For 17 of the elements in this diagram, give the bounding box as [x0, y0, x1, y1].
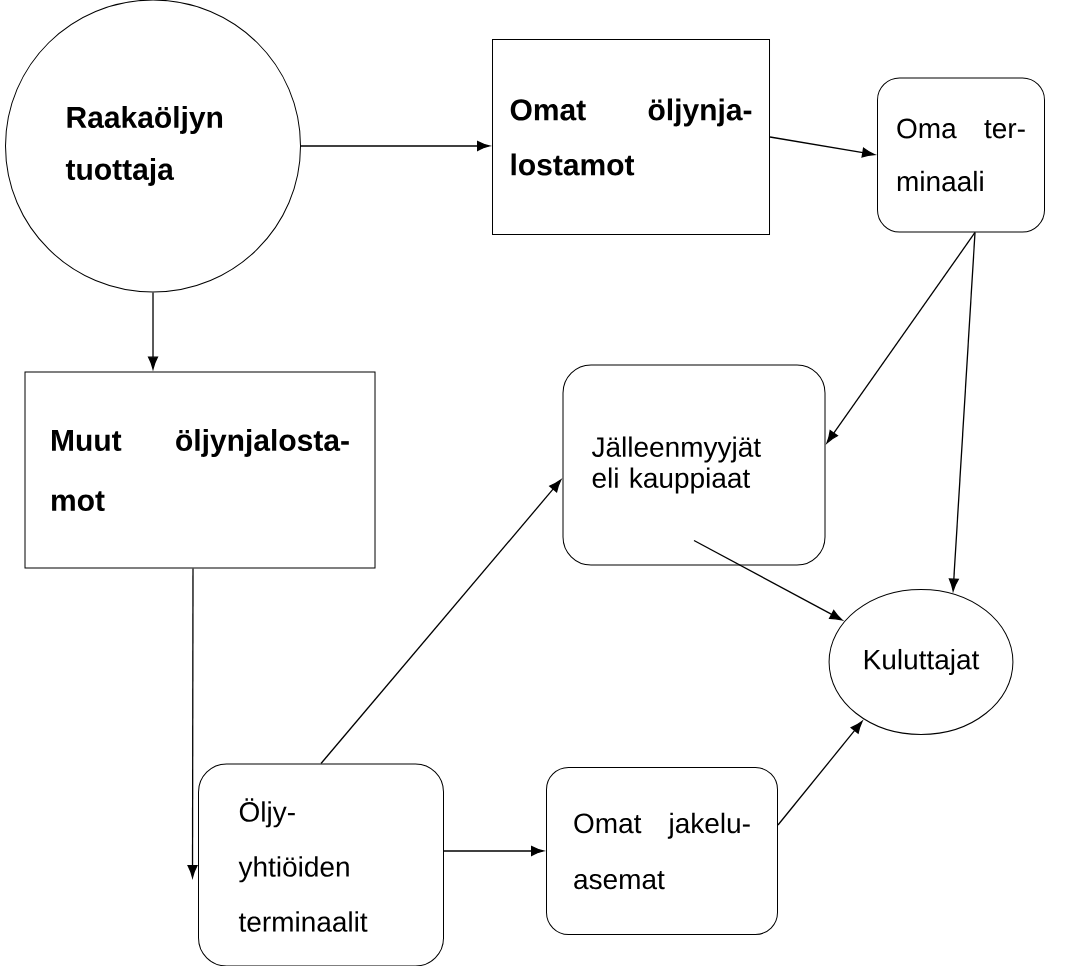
arrow: [826, 231, 976, 444]
arrow: [693, 539, 843, 621]
arrow: [443, 845, 544, 856]
box: Muut öljynjalosta- mot: [24, 371, 376, 569]
rounded-box: Omat jakelu- asemat: [546, 767, 778, 935]
arrow: [320, 479, 562, 765]
box: Omat öljynja- lostamot: [492, 39, 770, 235]
start: Raakaöljyn tuottaja: [5, 0, 301, 293]
rounded-box: Oma ter- minaali: [877, 77, 1045, 233]
rounded-box: Jälleenmyyjät eli kauppiaat: [562, 364, 826, 566]
arrow: [777, 720, 863, 826]
arrow: [948, 231, 976, 592]
rounded-box: Öljy- yhtiöiden terminaalit: [198, 763, 444, 966]
arrow: [300, 140, 490, 151]
arrow: [187, 567, 198, 878]
arrow: [148, 291, 159, 370]
arrow: [769, 136, 875, 158]
